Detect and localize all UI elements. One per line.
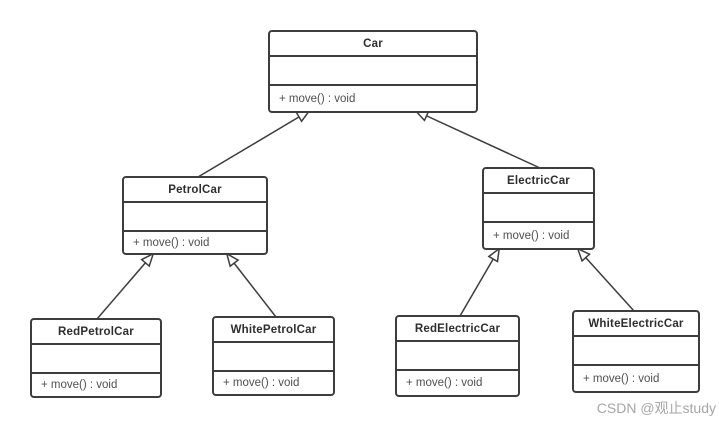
class-box-car: Car + move() : void — [268, 30, 478, 113]
class-operation-whitepetrolcar: + move() : void — [223, 377, 300, 389]
class-attributes-electriccar — [484, 194, 593, 223]
class-name-whitepetrolcar: WhitePetrolCar — [214, 318, 333, 343]
class-attributes-petrolcar — [124, 203, 266, 232]
class-operation-redelectriccar: + move() : void — [406, 377, 483, 389]
generalization-arrow-petrolcar-to-car — [197, 111, 309, 178]
class-operation-car: + move() : void — [279, 92, 356, 105]
csdn-watermark: CSDN @观止study — [596, 400, 716, 416]
class-name-car: Car — [270, 32, 476, 57]
class-name-petrolcar: PetrolCar — [124, 178, 266, 203]
class-operation-petrolcar: + move() : void — [133, 236, 210, 249]
generalization-arrow-whiteelectriccar-to-electriccar — [578, 249, 635, 312]
class-operation-redpetrolcar: + move() : void — [41, 379, 118, 391]
class-box-electriccar: ElectricCar + move() : void — [482, 167, 595, 250]
generalization-arrow-redelectriccar-to-electriccar — [459, 249, 499, 317]
class-attributes-redelectriccar — [397, 342, 518, 371]
generalization-arrow-electriccar-to-car — [416, 111, 541, 169]
class-attributes-whiteelectriccar — [574, 337, 698, 366]
class-name-whiteelectriccar: WhiteElectricCar — [574, 312, 698, 337]
class-name-electriccar: ElectricCar — [484, 169, 593, 194]
class-box-petrolcar: PetrolCar + move() : void — [122, 176, 268, 255]
class-operation-whiteelectriccar: + move() : void — [583, 372, 660, 385]
class-box-redelectriccar: RedElectricCar + move() : void — [395, 315, 520, 397]
generalization-arrow-whitepetrolcar-to-petrolcar — [227, 254, 277, 318]
class-attributes-whitepetrolcar — [214, 343, 333, 372]
class-box-whiteelectriccar: WhiteElectricCar + move() : void — [572, 310, 700, 393]
class-box-whitepetrolcar: WhitePetrolCar + move() : void — [212, 316, 335, 396]
class-box-redpetrolcar: RedPetrolCar + move() : void — [30, 318, 162, 398]
class-name-redpetrolcar: RedPetrolCar — [32, 320, 160, 345]
class-name-redelectriccar: RedElectricCar — [397, 317, 518, 342]
class-attributes-redpetrolcar — [32, 345, 160, 374]
class-attributes-car — [270, 57, 476, 86]
class-operation-electriccar: + move() : void — [493, 229, 570, 242]
generalization-arrow-redpetrolcar-to-petrolcar — [96, 254, 153, 320]
